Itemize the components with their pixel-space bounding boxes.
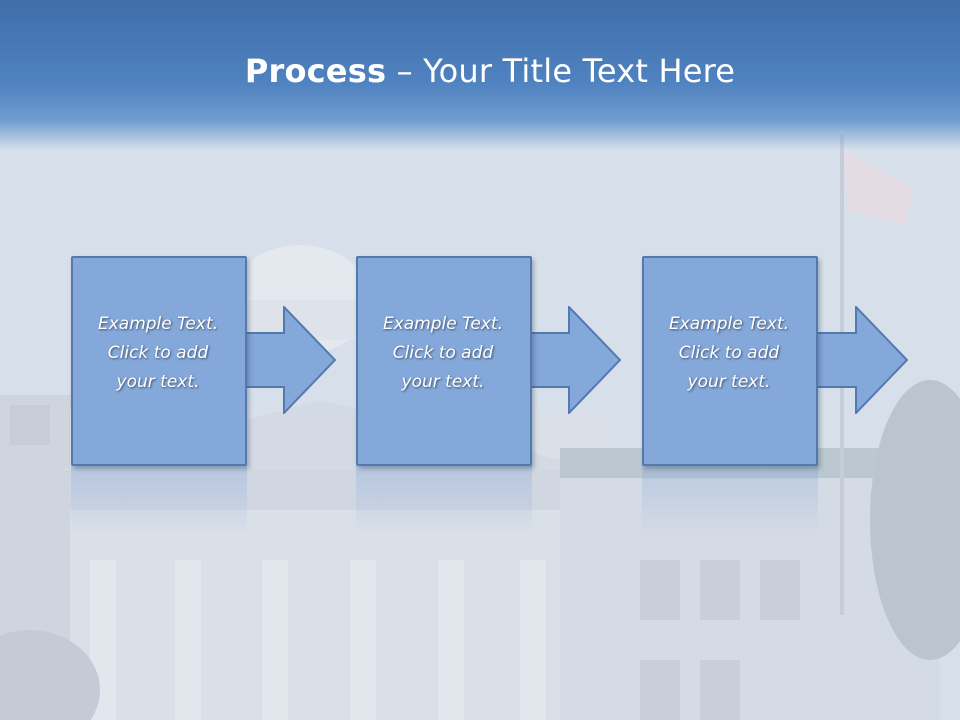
step-1[interactable]: Example Text. Click to add your text.: [71, 256, 247, 536]
step-2-line-2: Click to add: [392, 343, 494, 363]
step-1-arrow-icon: [240, 306, 336, 414]
step-2-box: [356, 256, 532, 466]
step-1-reflection: [71, 466, 247, 536]
title-bold: Process: [244, 52, 387, 90]
step-2-reflection: [356, 466, 532, 536]
step-3-text: Example Text. Click to add your text.: [654, 310, 804, 397]
step-2-text: Example Text. Click to add your text.: [368, 310, 518, 397]
step-2-line-3: your text.: [401, 372, 485, 392]
step-3[interactable]: Example Text. Click to add your text.: [642, 256, 818, 536]
step-3-line-3: your text.: [687, 372, 771, 392]
step-3-reflection: [642, 466, 818, 536]
slide-title[interactable]: Process – Your Title Text Here: [0, 52, 960, 90]
step-1-line-2: Click to add: [107, 343, 209, 363]
title-rest: – Your Title Text Here: [386, 52, 736, 90]
step-3-line-1: Example Text.: [668, 314, 790, 334]
step-2-arrow-icon: [525, 306, 621, 414]
step-1-text: Example Text. Click to add your text.: [83, 310, 233, 397]
step-3-box: [642, 256, 818, 466]
step-3-line-2: Click to add: [678, 343, 780, 363]
step-2-line-1: Example Text.: [382, 314, 504, 334]
step-1-line-1: Example Text.: [97, 314, 219, 334]
step-1-line-3: your text.: [116, 372, 200, 392]
step-1-box: [71, 256, 247, 466]
step-3-arrow-icon: [812, 306, 908, 414]
step-2[interactable]: Example Text. Click to add your text.: [356, 256, 532, 536]
title-banner: [0, 0, 960, 150]
